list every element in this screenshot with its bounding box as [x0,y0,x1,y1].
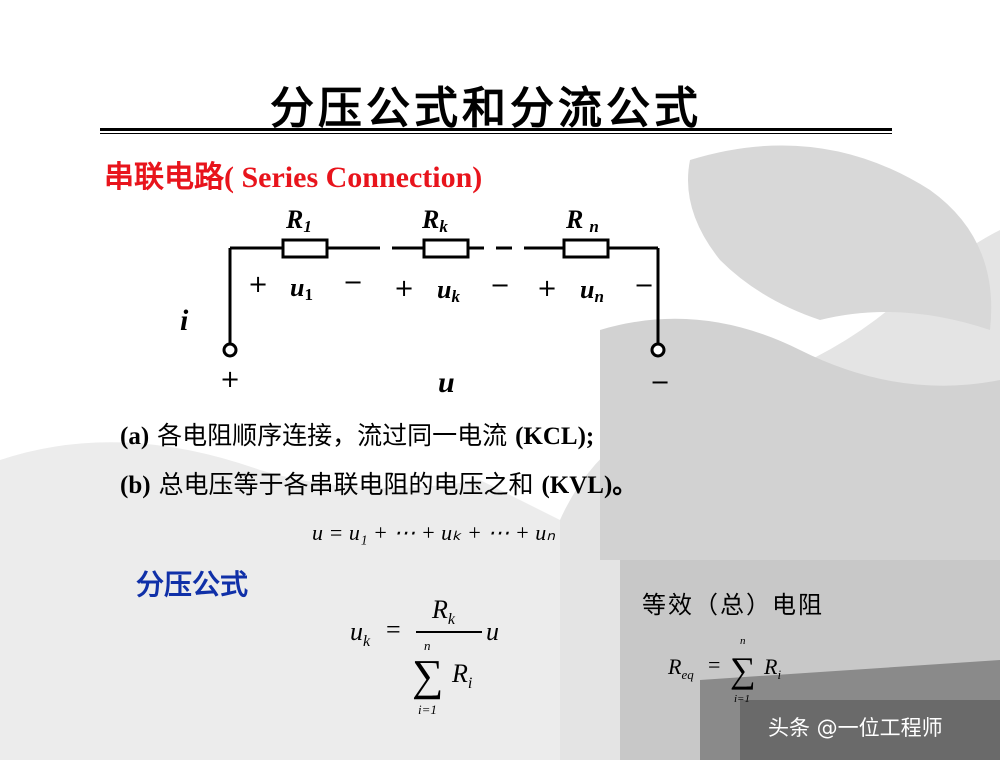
sum-bottom: i=1 [418,702,437,717]
minus-u1: − [343,268,363,296]
series-heading: 串联电路( Series Connection) [104,152,482,196]
kvl-equation: u = u₁ + ⋯ + uₖ + ⋯ + uₙ [312,520,556,545]
sigma-symbol: ∑ [412,651,443,700]
label-rk: Rk [421,205,448,236]
req-sigma-symbol: ∑ [730,650,756,690]
title-rule-thin [100,133,892,134]
formula-lhs: uk [350,617,371,650]
statement-b-text: 总电压等于各串联电阻的电压之和 [150,470,542,499]
formula-denominator: Ri [451,659,472,692]
plus-uk: + [394,274,414,302]
label-current: i [180,304,189,337]
source-watermark: 头条 @一位工程师 [768,716,943,740]
statement-b: (b) 总电压等于各串联电阻的电压之和 (KVL)。 [120,465,637,501]
label-u1: u1 [290,273,313,304]
resistor-r1 [281,238,329,259]
statement-b-suffix: (KVL)。 [541,472,638,499]
series-heading-cn: 串联电路 [104,160,224,195]
slide-title: 分压公式和分流公式 [270,83,702,134]
label-r1: R1 [285,205,312,236]
sum-top: n [424,638,431,653]
minus-uk: − [490,271,510,299]
req-sum-top: n [740,635,746,647]
statement-b-prefix: (b) [120,472,151,499]
title-rule-thick [100,128,892,131]
statement-a-text: 各电阻顺序连接，流过同一电流 [149,421,516,450]
resistor-rn [562,238,610,259]
label-total-voltage: u [438,366,455,399]
formula-numerator: Rk [431,595,456,628]
plus-u1: + [248,270,268,298]
plus-terminal: + [220,365,240,393]
circuit-wires [228,238,660,344]
label-uk: uk [437,275,460,306]
label-un: un [580,275,604,306]
plus-un: + [537,274,557,302]
req-term: Ri [763,654,781,682]
formula-rhs: u [486,617,499,646]
minus-un: − [634,271,654,299]
resistor-rk [422,238,470,259]
voltage-divider-formula: uk = Rk u n ∑ Ri i=1 [350,595,499,717]
terminal-right [650,342,666,358]
statement-a-suffix: (KCL); [515,423,595,450]
series-heading-en: ( Series Connection) [224,161,483,194]
equivalent-resistance-heading: 等效（总）电阻 [642,591,824,619]
formula-equals: = [386,615,401,644]
terminal-left [222,342,238,358]
req-sum-bottom: i=1 [734,693,750,705]
req-lhs: Req [667,654,694,682]
minus-terminal: − [650,368,670,396]
equivalent-resistance-formula: Req = n ∑ i=1 Ri [667,635,781,705]
divider-heading: 分压公式 [136,568,249,601]
statement-a: (a) 各电阻顺序连接，流过同一电流 (KCL); [120,416,594,452]
statement-a-prefix: (a) [120,423,150,450]
req-equals: = [708,652,720,677]
